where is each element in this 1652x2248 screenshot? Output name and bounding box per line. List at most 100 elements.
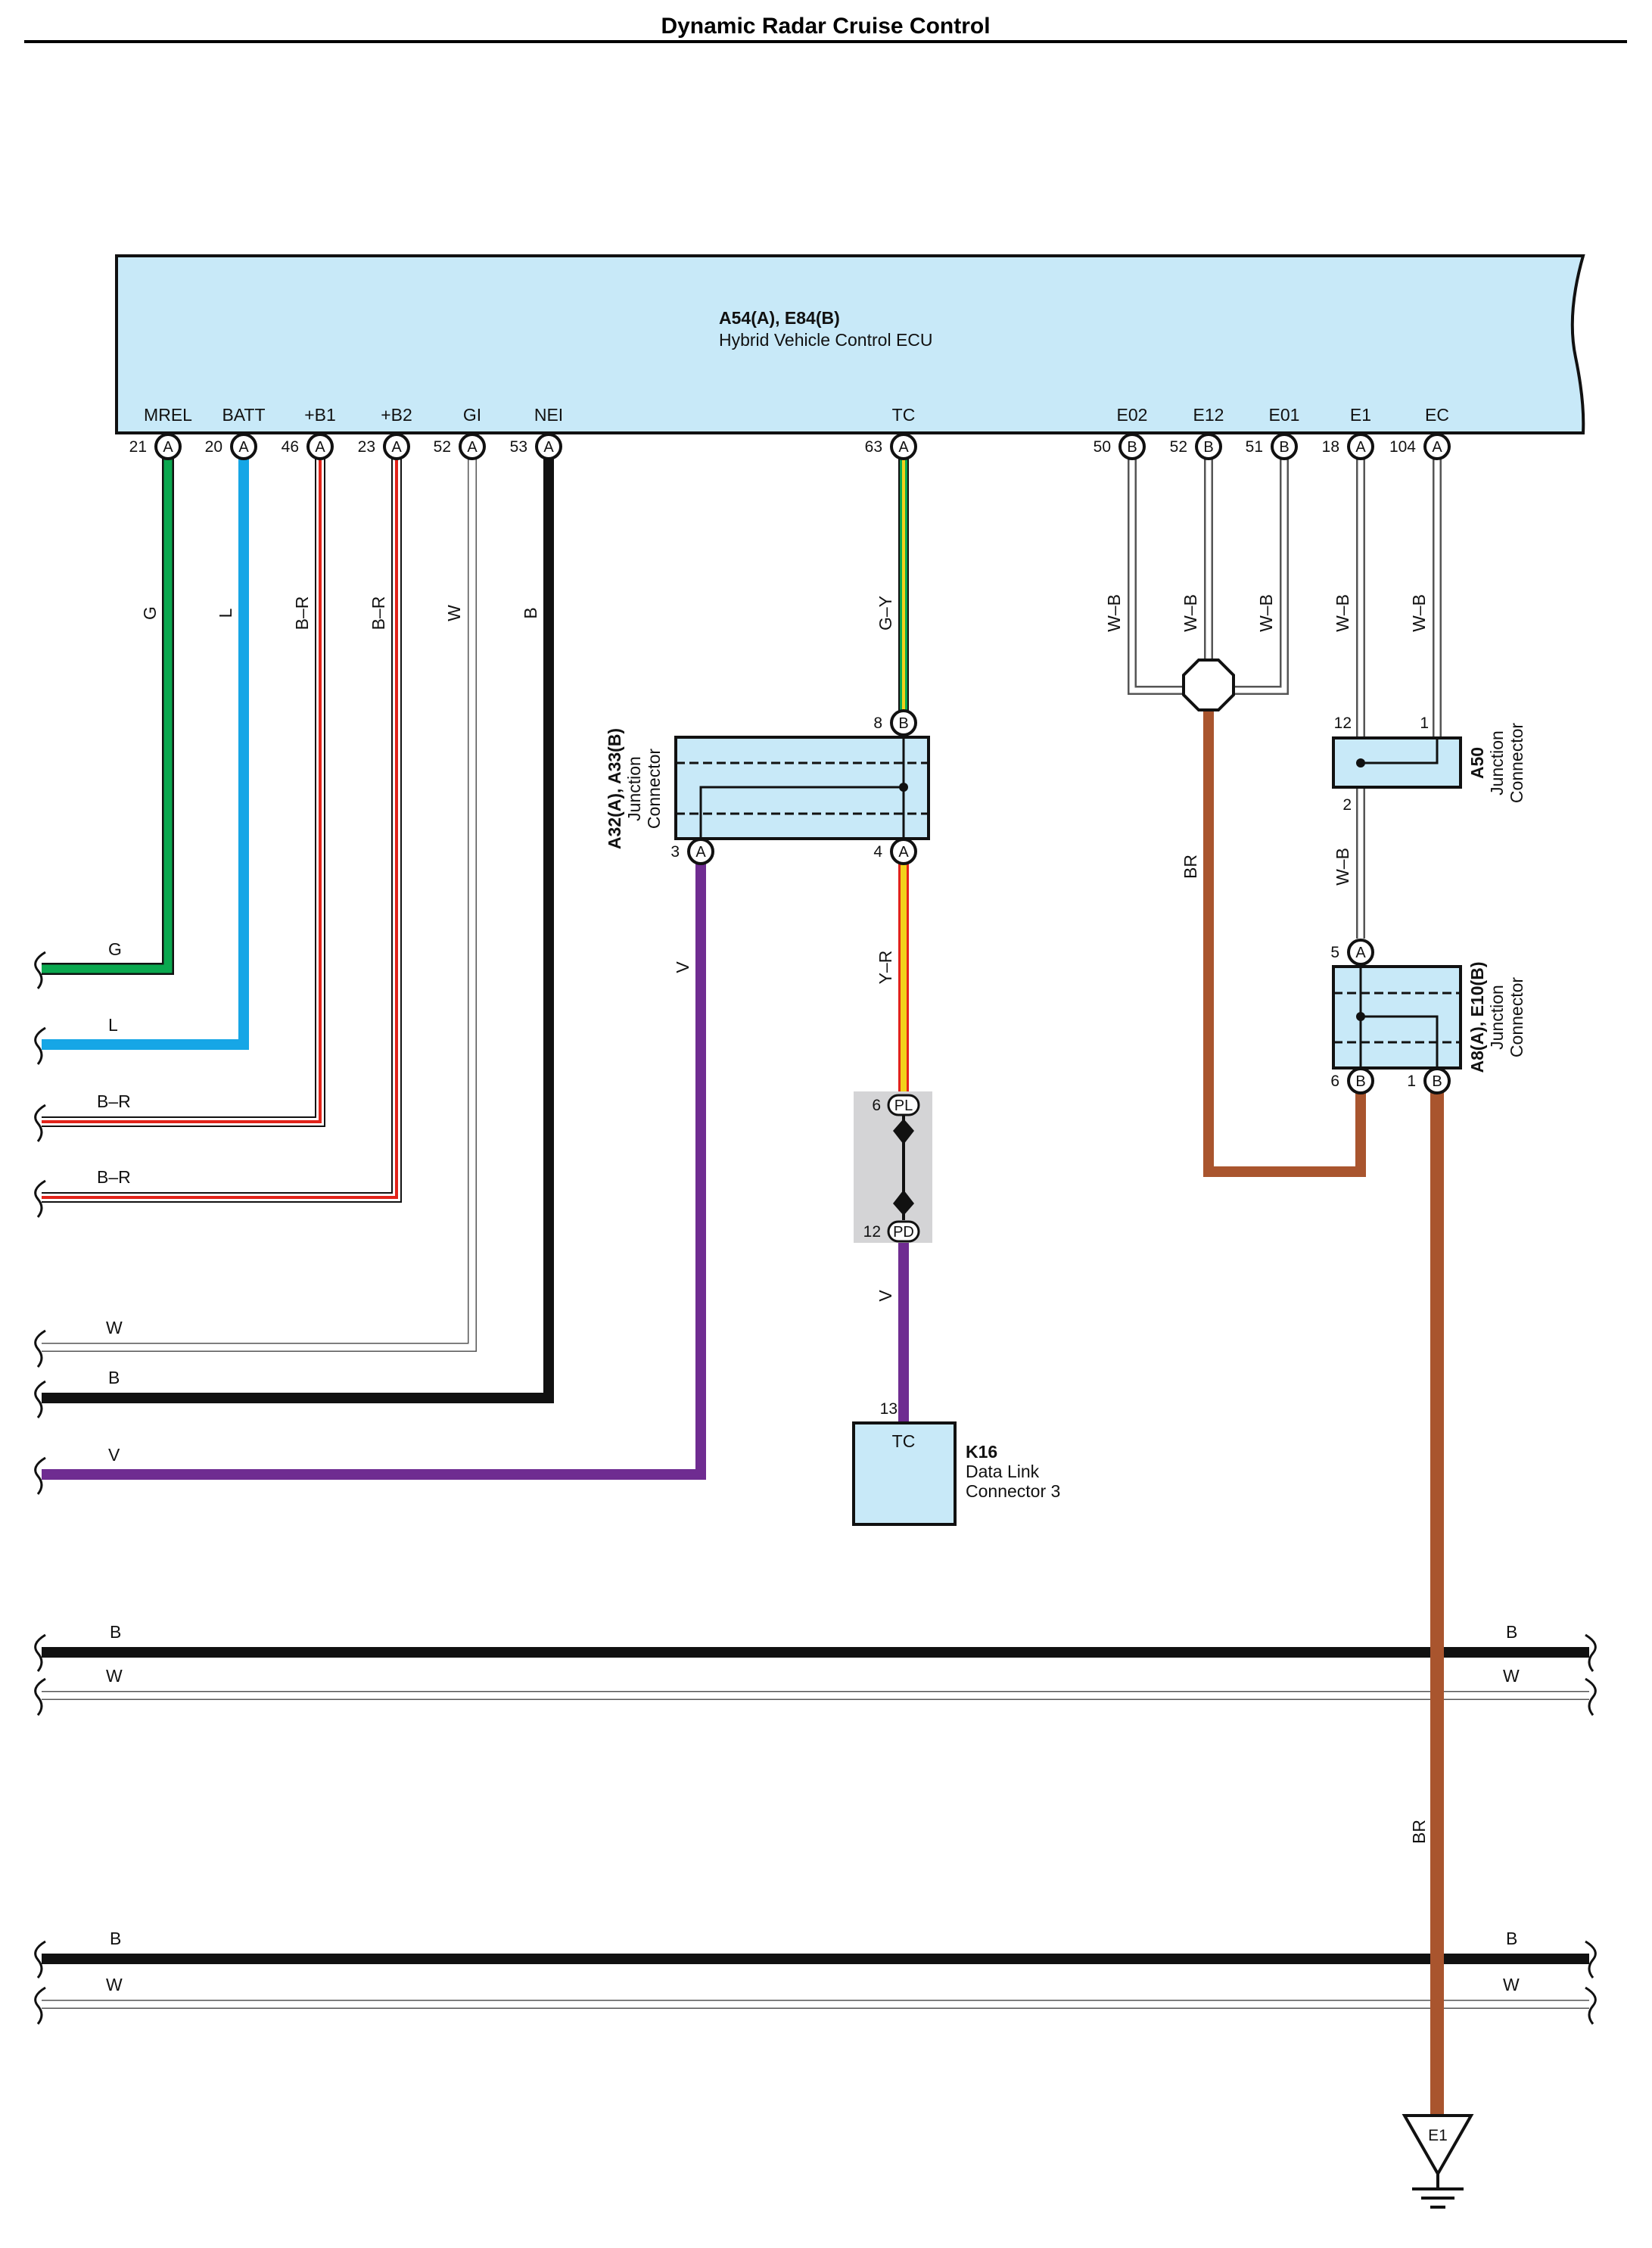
svg-text:Junction: Junction [624, 756, 644, 821]
wire-b [42, 447, 554, 1403]
pin-mrel: A 21 [129, 433, 182, 460]
svg-text:BR: BR [1181, 855, 1200, 879]
pin-batt: A 20 [205, 433, 257, 460]
svg-text:20: 20 [205, 438, 222, 456]
svg-text:PL: PL [894, 1098, 913, 1114]
wire-w-fill [42, 447, 476, 1351]
svg-text:A: A [315, 439, 325, 456]
svg-text:A: A [695, 844, 706, 861]
svg-text:46: 46 [282, 438, 299, 456]
svg-text:1: 1 [1407, 1073, 1416, 1090]
svg-text:53: 53 [510, 438, 527, 456]
svg-text:A8(A), E10(B): A8(A), E10(B) [1467, 962, 1487, 1073]
ecu-name: Hybrid Vehicle Control ECU [719, 330, 933, 350]
pin-b1: A 46 [282, 433, 334, 460]
wire-wb-group [1128, 447, 1442, 939]
junction-a32: B 8 A 3 A 4 A32(A), A33(B) Junction Conn… [605, 709, 930, 865]
bus-lines [42, 1647, 1589, 2009]
svg-text:G: G [140, 606, 160, 620]
svg-text:G–Y: G–Y [876, 596, 895, 630]
svg-text:B: B [1432, 1073, 1442, 1090]
svg-text:L: L [216, 608, 235, 618]
bus-labels: B W B W B W B W [106, 1622, 1520, 1994]
left-stub-labels: G L B–R B–R W B V [97, 939, 131, 1465]
svg-text:51: 51 [1246, 438, 1263, 456]
svg-text:W: W [1503, 1666, 1520, 1686]
svg-text:5: 5 [1330, 944, 1339, 961]
ecu-pins: A 21 A 20 A 46 A 23 A 52 A 53 [129, 433, 1451, 460]
terminal-name: BATT [222, 405, 265, 425]
terminal-name: TC [892, 405, 916, 425]
svg-text:A: A [1432, 439, 1442, 456]
svg-text:A: A [163, 439, 173, 456]
svg-text:A: A [391, 439, 402, 456]
svg-text:2: 2 [1342, 796, 1352, 814]
ground-icon: E1 [1402, 2114, 1474, 2209]
svg-text:W: W [444, 605, 464, 621]
wire-color-labels: G L B–R B–R W B G–Y W–B W–B W–B W–B W–B … [140, 594, 1429, 1844]
svg-text:Junction: Junction [1487, 730, 1507, 796]
wire-v-left [42, 852, 706, 1480]
svg-text:V: V [876, 1290, 895, 1302]
svg-text:B: B [1203, 439, 1213, 456]
svg-text:Connector: Connector [1507, 977, 1526, 1057]
svg-text:12: 12 [1334, 715, 1352, 732]
svg-text:B: B [108, 1368, 120, 1387]
svg-text:B: B [1127, 439, 1137, 456]
inline-connector: PL 6 PD 12 [854, 1091, 932, 1243]
svg-text:W: W [106, 1975, 123, 1994]
svg-text:TC: TC [892, 1431, 916, 1451]
wire-br2-fill [42, 447, 400, 1201]
wire-br2-stripe [42, 447, 398, 1199]
terminal-name: E12 [1193, 405, 1224, 425]
wire-br-joint [1203, 711, 1366, 1177]
svg-text:13: 13 [880, 1400, 898, 1418]
svg-text:B: B [1355, 1073, 1365, 1090]
svg-text:Y–R: Y–R [876, 951, 895, 985]
svg-text:63: 63 [865, 438, 882, 456]
svg-text:A50: A50 [1467, 747, 1487, 779]
svg-text:E1: E1 [1428, 2127, 1448, 2144]
svg-text:A: A [238, 439, 249, 456]
svg-text:6: 6 [872, 1097, 881, 1114]
ecu-code: A54(A), E84(B) [719, 308, 840, 328]
terminal-name: NEI [534, 405, 563, 425]
svg-text:L: L [108, 1015, 118, 1035]
svg-text:6: 6 [1330, 1073, 1339, 1090]
svg-text:50: 50 [1094, 438, 1111, 456]
page-title: Dynamic Radar Cruise Control [661, 14, 990, 39]
pin-e1: A 18 [1322, 433, 1374, 460]
svg-text:A: A [898, 844, 909, 861]
pin-gi: A 52 [434, 433, 486, 460]
svg-text:B–R: B–R [292, 596, 312, 630]
svg-text:4: 4 [873, 843, 882, 861]
terminal-name: GI [463, 405, 481, 425]
terminal-name: E02 [1117, 405, 1148, 425]
svg-text:V: V [108, 1445, 120, 1465]
svg-text:W–B: W–B [1333, 848, 1352, 886]
svg-text:A: A [467, 439, 478, 456]
junction-a8: A 5 B 6 B 1 A8(A), E10(B) Junction Conne… [1330, 939, 1526, 1094]
svg-text:W–B: W–B [1333, 594, 1352, 632]
svg-text:B–R: B–R [97, 1167, 131, 1187]
svg-text:W: W [106, 1318, 123, 1337]
pin-ec: A 104 [1389, 433, 1451, 460]
data-link-connector: TC 13 K16 Data Link Connector 3 [852, 1400, 1060, 1526]
svg-text:Connector: Connector [1507, 723, 1526, 803]
svg-text:W–B: W–B [1181, 594, 1200, 632]
svg-text:52: 52 [434, 438, 451, 456]
svg-text:Connector: Connector [644, 749, 664, 829]
svg-text:8: 8 [873, 715, 882, 732]
svg-text:B: B [1506, 1929, 1517, 1948]
svg-text:W–B: W–B [1256, 594, 1276, 632]
ecu-box [115, 254, 1585, 434]
svg-text:A: A [898, 439, 909, 456]
pin-e12: B 52 [1170, 433, 1222, 460]
svg-text:PD: PD [893, 1224, 914, 1241]
svg-text:B: B [1506, 1622, 1517, 1642]
terminal-name: E1 [1350, 405, 1371, 425]
wire-g-fill [42, 447, 173, 973]
svg-text:B: B [110, 1929, 121, 1948]
svg-text:B–R: B–R [369, 596, 388, 630]
